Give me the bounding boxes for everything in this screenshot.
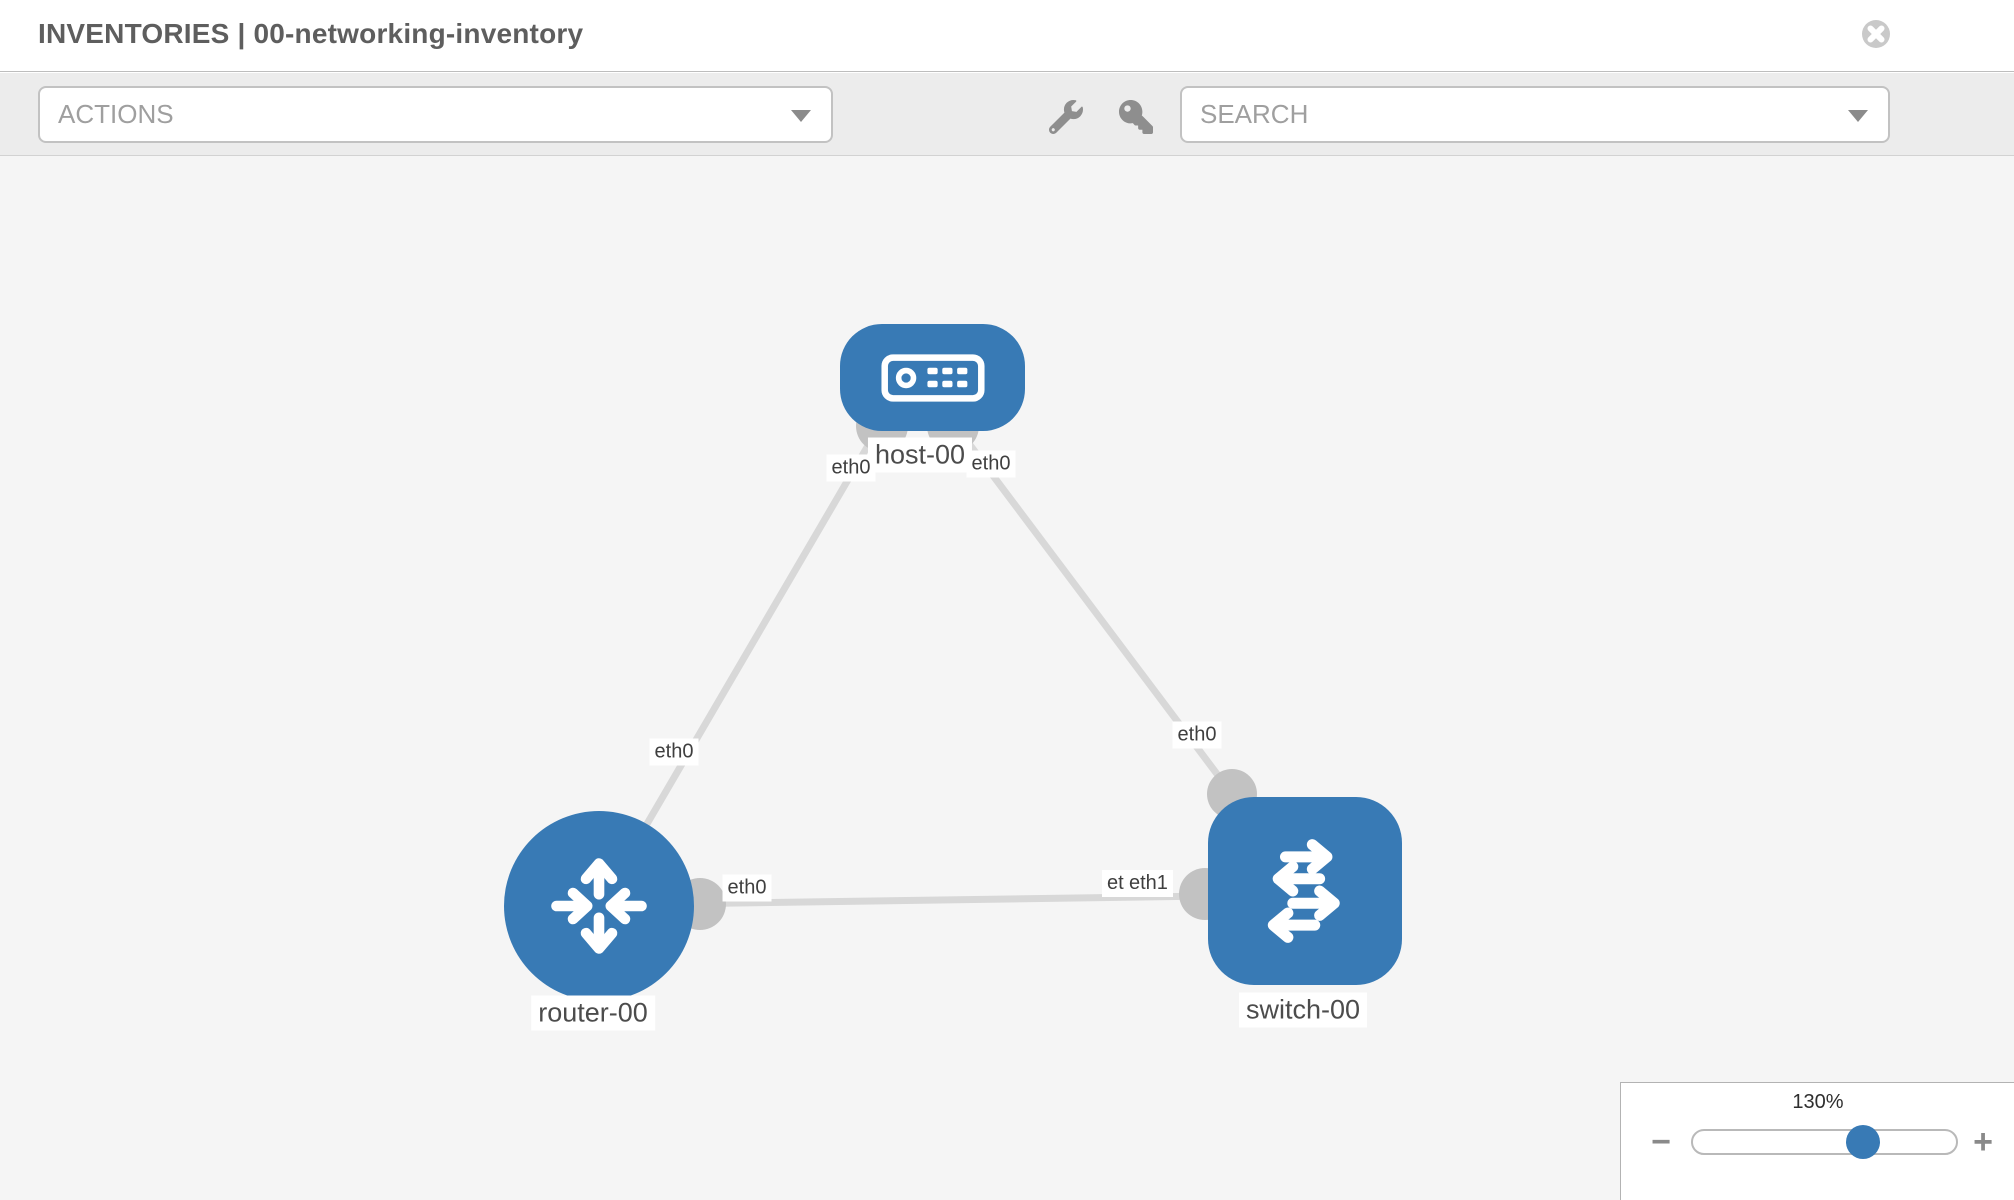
- zoom-level: 130%: [1792, 1091, 1844, 1113]
- chevron-down-icon: [1848, 110, 1868, 122]
- zoom-in-button[interactable]: +: [1963, 1122, 2003, 1162]
- modal-header: INVENTORIES | 00-networking-inventory: [0, 0, 2014, 72]
- port-label: eth0: [966, 450, 1016, 478]
- search-placeholder: SEARCH: [1200, 99, 1309, 129]
- port-label: eth1: [1124, 870, 1173, 897]
- key-icon: [1119, 100, 1153, 134]
- chevron-down-icon: [791, 110, 811, 122]
- zoom-slider[interactable]: [1691, 1129, 1958, 1155]
- wrench-icon: [1048, 100, 1083, 135]
- port-label: eth0: [722, 874, 772, 902]
- actions-dropdown[interactable]: ACTIONS: [38, 86, 833, 143]
- page-title: INVENTORIES | 00-networking-inventory: [38, 18, 584, 49]
- router-icon: [551, 858, 647, 954]
- toolbar: ACTIONS SEARCH: [0, 73, 2014, 156]
- switch-icon: [1267, 839, 1340, 943]
- node-switch-00[interactable]: [1208, 797, 1402, 985]
- zoom-out-button[interactable]: −: [1641, 1122, 1681, 1162]
- port-label: eth0: [826, 454, 876, 482]
- port-label: eth0: [1172, 721, 1222, 749]
- node-label-router: router-00: [531, 995, 655, 1031]
- configure-button[interactable]: [1048, 100, 1084, 136]
- node-host-00[interactable]: [840, 324, 1025, 431]
- node-label-host: host-00: [867, 437, 973, 473]
- topology-canvas[interactable]: host-00 router-00 switch-00 eth0 eth0 et…: [0, 156, 2014, 1200]
- search-dropdown[interactable]: SEARCH: [1180, 86, 1890, 143]
- zoom-panel: 130% − +: [1620, 1082, 2014, 1200]
- close-icon: [1862, 20, 1890, 48]
- node-label-switch: switch-00: [1238, 992, 1368, 1028]
- close-button[interactable]: [1860, 18, 1892, 50]
- zoom-slider-thumb[interactable]: [1846, 1125, 1880, 1159]
- server-icon: [880, 353, 985, 402]
- credentials-button[interactable]: [1118, 100, 1154, 136]
- node-router-00[interactable]: [504, 811, 694, 1001]
- actions-dropdown-label: ACTIONS: [58, 99, 174, 129]
- port-label: eth0: [649, 738, 699, 766]
